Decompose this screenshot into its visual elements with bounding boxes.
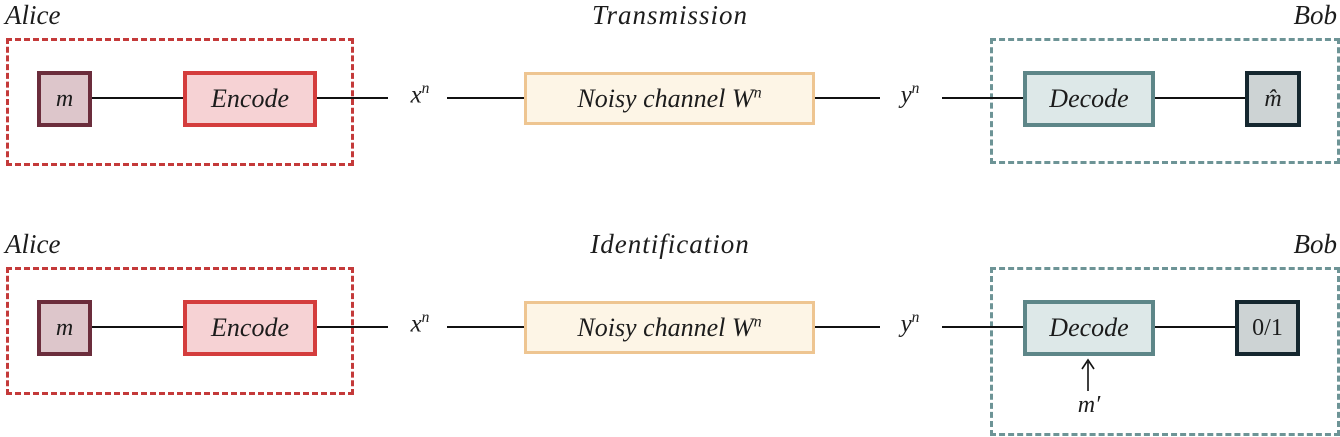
connector-decode-output — [1155, 97, 1245, 99]
decision-label: 0/1 — [1252, 314, 1283, 341]
message-box: m — [37, 300, 92, 356]
estimated-message-box: m̂ — [1245, 71, 1301, 127]
message-label: m — [55, 314, 74, 341]
encode-label: Encode — [211, 313, 289, 342]
identification-diagram: Alice Identification Bob m Encode xn Noi… — [0, 229, 1340, 437]
noisy-channel-box: Noisy channel Wn — [524, 301, 815, 354]
alice-label: Alice — [5, 0, 61, 30]
message-label: m — [55, 85, 74, 112]
connector-m-encode — [92, 97, 183, 99]
decode-box: Decode — [1023, 300, 1155, 356]
transmission-title: Transmission — [591, 0, 749, 30]
decision-box: 0/1 — [1235, 300, 1300, 356]
bob-label: Bob — [1293, 229, 1338, 259]
encode-box: Encode — [183, 71, 317, 127]
transmission-diagram: Alice Transmission Bob m Encode xn Noisy… — [5, 0, 1340, 166]
bob-label: Bob — [1293, 0, 1338, 30]
alice-group-box — [6, 267, 354, 395]
y-signal-label: yn — [900, 80, 920, 109]
connector-xn-channel — [447, 326, 524, 328]
connector-encode-xn — [317, 326, 388, 328]
connector-channel-yn — [815, 326, 880, 328]
message-box: m — [37, 71, 92, 127]
connector-channel-yn — [815, 97, 880, 99]
y-signal-label: yn — [900, 309, 920, 338]
connector-yn-decode — [942, 326, 1023, 328]
bob-group-box — [990, 38, 1340, 164]
identification-title: Identification — [590, 229, 750, 259]
channel-label: Noisy channel Wn — [577, 83, 762, 113]
alice-group-box — [6, 38, 354, 166]
connector-decode-output — [1155, 326, 1235, 328]
decode-label: Decode — [1049, 313, 1129, 342]
connector-xn-channel — [447, 97, 524, 99]
alice-label: Alice — [5, 229, 61, 259]
connector-yn-decode — [942, 97, 1023, 99]
noisy-channel-box: Noisy channel Wn — [524, 72, 815, 125]
encode-label: Encode — [211, 84, 289, 113]
decode-label: Decode — [1049, 84, 1129, 113]
estimated-message-label: m̂ — [1264, 85, 1282, 112]
x-signal-label: xn — [410, 80, 430, 109]
m-prime-label: m′ — [1077, 392, 1101, 418]
decode-box: Decode — [1023, 71, 1155, 127]
channel-label: Noisy channel Wn — [577, 312, 762, 342]
encode-box: Encode — [183, 300, 317, 356]
connector-m-encode — [92, 326, 183, 328]
x-signal-label: xn — [410, 309, 430, 338]
bob-group-box — [990, 267, 1340, 436]
connector-encode-xn — [317, 97, 388, 99]
up-arrow-icon — [1079, 358, 1097, 397]
